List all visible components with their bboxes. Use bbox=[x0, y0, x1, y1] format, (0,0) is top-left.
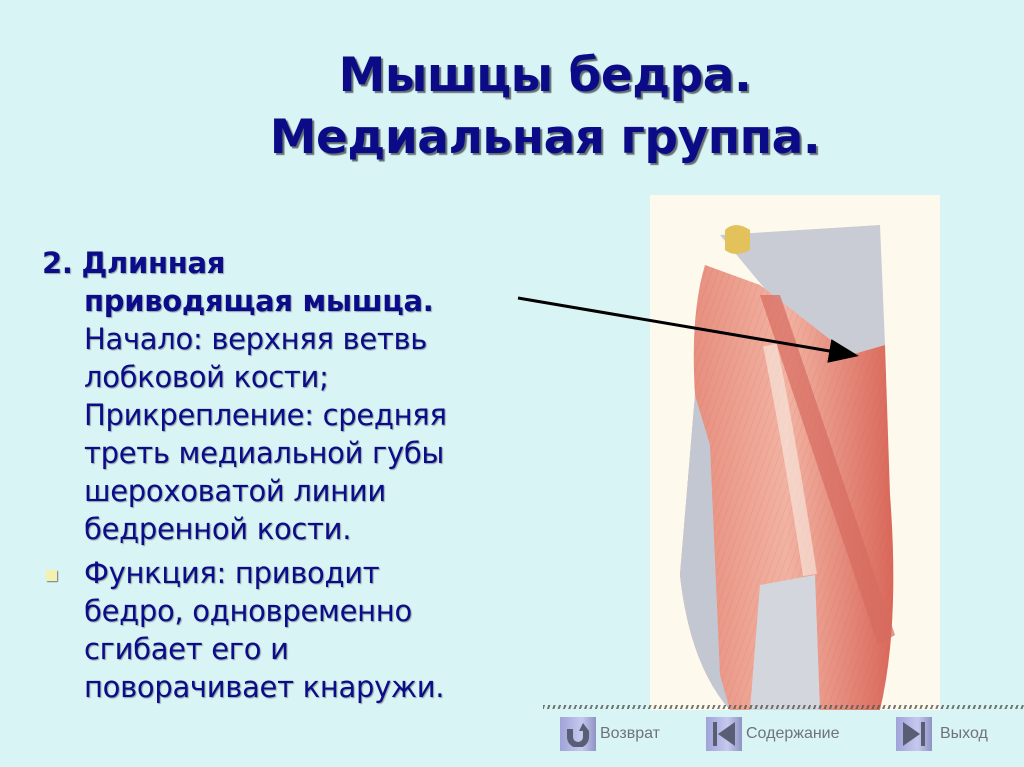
function-line: Функция: приводит bbox=[84, 556, 380, 590]
bullet-square-icon bbox=[46, 570, 57, 581]
slide-body: 2. Длинная приводящая мышца. Начало: вер… bbox=[42, 244, 562, 706]
description-line: шероховатой линии bbox=[84, 474, 386, 508]
function-line: поворачивает кнаружи. bbox=[84, 670, 445, 704]
last-slide-icon bbox=[896, 717, 932, 751]
description-line: Начало: верхняя ветвь bbox=[84, 322, 428, 356]
footer-divider bbox=[543, 705, 1024, 709]
contents-label: Содержание bbox=[746, 725, 840, 742]
back-label: Возврат bbox=[600, 725, 660, 742]
function-line: сгибает его и bbox=[84, 632, 289, 666]
first-slide-icon bbox=[706, 717, 742, 751]
contents-button[interactable]: Содержание bbox=[706, 716, 840, 752]
description-line: бедренной кости. bbox=[84, 512, 352, 546]
function-bullet: Функция: приводит бедро, одновременно сг… bbox=[42, 554, 562, 706]
heading-number: 2. bbox=[42, 246, 73, 280]
anatomy-image bbox=[650, 195, 940, 710]
heading-line-2: приводящая мышца. bbox=[42, 282, 562, 320]
exit-label: Выход bbox=[940, 725, 988, 742]
heading-text-1: Длинная bbox=[81, 246, 226, 280]
return-arrow-icon bbox=[560, 717, 596, 751]
thigh-muscles-illustration bbox=[680, 225, 895, 710]
heading-line-1: 2. Длинная bbox=[42, 244, 562, 282]
function-line: бедро, одновременно bbox=[84, 594, 412, 628]
exit-button[interactable]: Выход bbox=[896, 716, 988, 752]
title-line-2: Медиальная группа. bbox=[269, 110, 821, 165]
description-line: Прикрепление: средняя bbox=[84, 398, 447, 432]
description-line: треть медиальной губы bbox=[84, 436, 445, 470]
title-line-1: Мышцы бедра. bbox=[338, 48, 752, 103]
description-line: лобковой кости; bbox=[84, 360, 329, 394]
slide-title: Мышцы бедра. Медиальная группа. bbox=[150, 45, 940, 169]
back-button[interactable]: Возврат bbox=[560, 716, 660, 752]
heading-text-2: приводящая мышца. bbox=[84, 284, 434, 318]
